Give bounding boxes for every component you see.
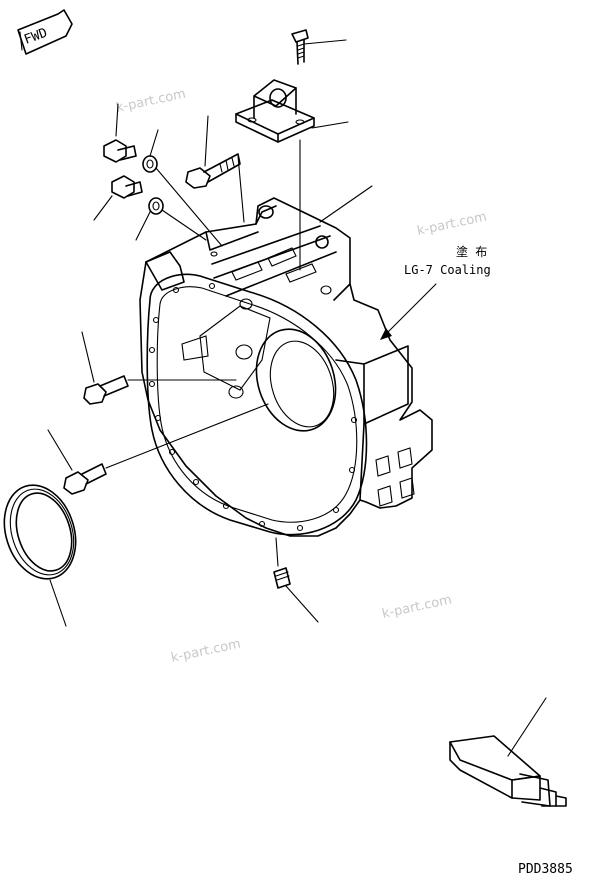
flange-holes xyxy=(148,282,358,532)
tool-icon xyxy=(449,697,567,807)
watermark-1: k-part.com xyxy=(115,87,187,116)
drawing-code: PDD3885 xyxy=(518,862,573,877)
watermark-4: k-part.com xyxy=(170,637,242,666)
housing-leader xyxy=(319,185,373,223)
bolt-icon-mid xyxy=(81,331,237,405)
bracket-icon xyxy=(235,79,349,271)
bolt-icon-upper xyxy=(185,115,245,223)
coating-note-en: LG-7 Coaling xyxy=(404,263,491,277)
top-bolt-icon xyxy=(291,29,347,65)
stud-bolt-icon xyxy=(103,103,137,163)
watermark-3: k-part.com xyxy=(381,593,453,622)
washer-icon xyxy=(142,129,223,247)
coating-callout: 塗 布 LG-7 Coaling xyxy=(380,244,491,340)
arrow-head-icon xyxy=(380,328,392,340)
stud-bolt-icon-2 xyxy=(93,175,143,221)
seal-ring-icon xyxy=(3,484,77,627)
watermark-2: k-part.com xyxy=(416,210,488,239)
fwd-arrow-icon: FWD xyxy=(17,9,73,55)
washer-icon-2 xyxy=(135,197,207,241)
flywheel-housing xyxy=(139,197,433,537)
drain-plug-icon xyxy=(273,537,319,623)
bolt-icon-lower xyxy=(47,403,269,495)
coating-note-jp: 塗 布 xyxy=(456,244,487,259)
